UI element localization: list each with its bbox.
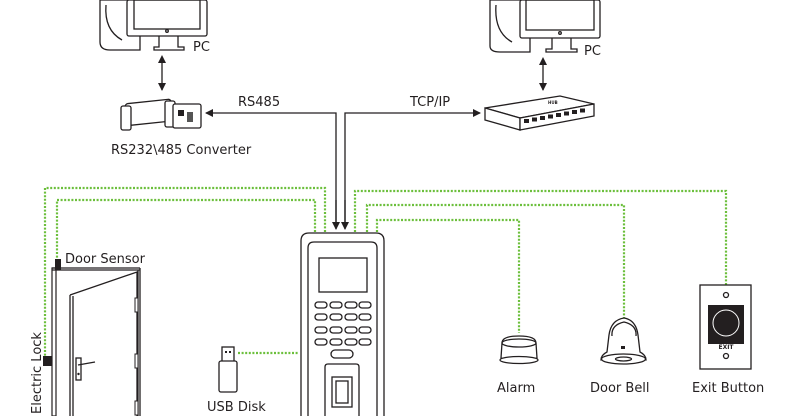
pc-left: PC	[99, 0, 210, 55]
usb-disk-label: USB Disk	[207, 400, 266, 415]
lock-wire	[43, 186, 327, 358]
exit-button[interactable]: EXIT Exit Button	[692, 284, 764, 396]
pc-right-label: PC	[584, 44, 601, 59]
monitor	[519, 0, 601, 39]
alarm-wire	[375, 218, 521, 333]
terminal-keypad	[314, 301, 372, 359]
exit-button-label: Exit Button	[692, 381, 764, 396]
network-hub: HUB	[484, 95, 595, 131]
door	[51, 267, 141, 416]
door-handle	[75, 357, 82, 381]
alarm: Alarm	[497, 335, 539, 396]
alarm-label: Alarm	[497, 381, 535, 396]
usb-disk: USB Disk	[207, 346, 266, 415]
rs232-485-converter: RS232\485 Converter	[111, 98, 252, 158]
fingerprint-sensor	[324, 363, 360, 416]
rs485-label: RS485	[238, 95, 280, 110]
door-sensor	[55, 259, 61, 270]
door-bell-label: Door Bell	[590, 381, 650, 396]
hub-label: HUB	[548, 100, 558, 105]
door-sensor-label: Door Sensor	[65, 252, 146, 267]
tcpip-line	[344, 109, 481, 228]
converter-label: RS232\485 Converter	[111, 143, 252, 158]
rs485-line	[205, 109, 337, 228]
door-bell: Door Bell	[590, 317, 650, 396]
door-sensor-wire	[55, 198, 317, 260]
exit-button-wire	[353, 189, 728, 285]
pc-right: PC	[489, 0, 601, 59]
pc-left-label: PC	[193, 40, 210, 55]
electric-lock-label: Electric Lock	[30, 332, 45, 414]
electric-lock	[43, 356, 52, 366]
monitor	[126, 0, 208, 37]
door-bell-wire	[365, 203, 626, 318]
terminal-screen	[318, 257, 368, 293]
access-terminal	[300, 232, 385, 416]
tcpip-label: TCP/IP	[409, 95, 450, 110]
exit-text: EXIT	[718, 344, 734, 351]
